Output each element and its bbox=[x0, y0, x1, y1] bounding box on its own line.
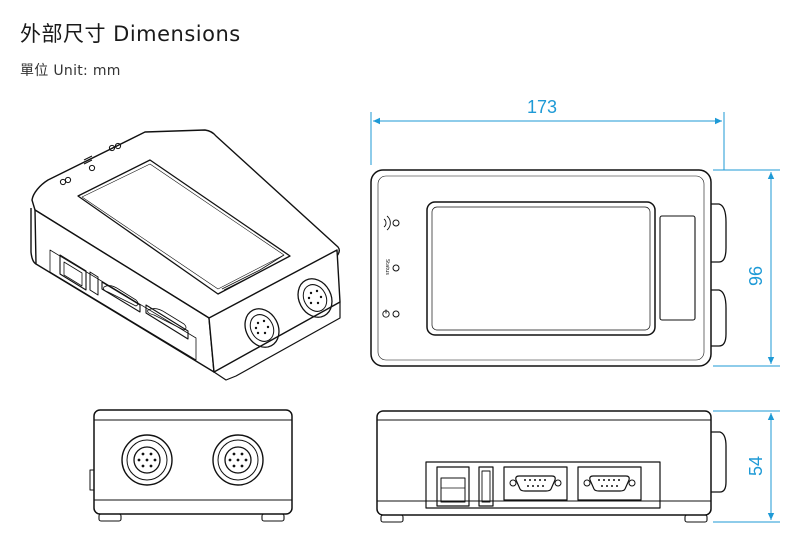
wifi-icon bbox=[383, 215, 391, 231]
bottom-body bbox=[376, 410, 712, 516]
usb-port bbox=[478, 466, 494, 507]
front-side-window bbox=[659, 215, 696, 321]
front-screen bbox=[426, 201, 656, 336]
depth-dimension-label: 54 bbox=[746, 456, 766, 476]
power-led bbox=[392, 310, 400, 318]
bottom-view bbox=[376, 410, 727, 523]
db9-port-2 bbox=[577, 466, 642, 501]
status-led bbox=[392, 264, 400, 272]
height-dimension-label: 96 bbox=[746, 266, 766, 286]
width-dimension-label: 173 bbox=[527, 97, 557, 117]
m12-connector-right bbox=[212, 434, 264, 486]
status-led-label: Status bbox=[384, 259, 390, 275]
m12-connector-left bbox=[121, 434, 173, 486]
front-view bbox=[370, 169, 727, 367]
wifi-led bbox=[392, 219, 400, 227]
io-panel bbox=[425, 461, 661, 509]
unit-label: 單位 Unit: mm bbox=[20, 63, 121, 79]
side-view bbox=[89, 409, 293, 522]
db9-port-1 bbox=[503, 466, 568, 501]
iso-db9-port-1 bbox=[101, 281, 141, 313]
iso-rj45-port bbox=[59, 254, 87, 291]
isometric-view bbox=[30, 129, 341, 381]
iso-screen bbox=[77, 159, 291, 295]
page-title: 外部尺寸 Dimensions bbox=[20, 22, 241, 46]
rj45-port bbox=[436, 466, 470, 507]
dimension-lines bbox=[370, 112, 780, 523]
iso-db9-port-2 bbox=[145, 304, 189, 340]
front-body bbox=[370, 169, 712, 367]
